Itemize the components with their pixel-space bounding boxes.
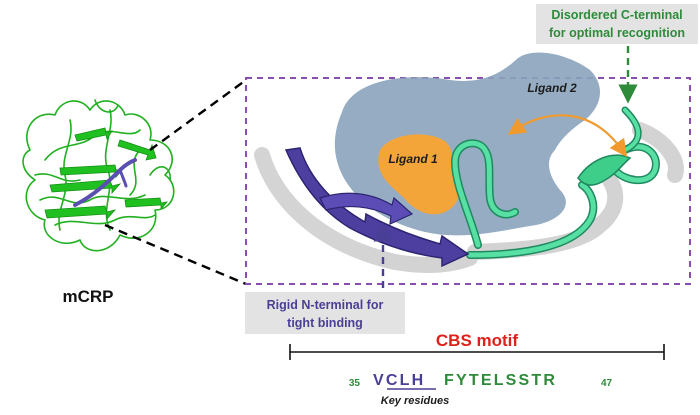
- c-terminal-label-line2: for optimal recognition: [549, 26, 685, 40]
- n-terminal-label-line1: Rigid N-terminal for: [267, 298, 384, 312]
- ligand1-blob: [378, 134, 461, 215]
- zoom-line-bottom: [104, 223, 247, 286]
- mcrp-cbs-ribbon-tail: [118, 168, 128, 188]
- ligand1-label: Ligand 1: [388, 152, 438, 166]
- c-terminal-ribbon: [451, 106, 660, 259]
- sequence-key-residues: VCLH: [373, 372, 425, 389]
- c-terminal-label-box: [536, 4, 698, 44]
- n-terminal-label-box: [245, 292, 405, 334]
- c-terminal-helix: [577, 154, 632, 186]
- mcrp-label: mCRP: [62, 287, 113, 306]
- sequence-end-index: 47: [601, 378, 613, 389]
- mcrp-beta-strands: [44, 127, 169, 221]
- sequence-start-index: 35: [349, 378, 361, 389]
- n-terminal-strand-2: [319, 192, 414, 225]
- cbs-motif-bracket: [289, 344, 665, 360]
- cbs-motif-title: CBS motif: [436, 331, 519, 350]
- sequence-rest: FYTELSSTR: [444, 372, 557, 389]
- ligand2-label: Ligand 2: [527, 81, 577, 95]
- key-residues-caption: Key residues: [381, 395, 449, 407]
- zoom-line-top: [149, 79, 247, 151]
- zoom-box: [245, 77, 691, 285]
- n-terminal-label-line2: tight binding: [287, 316, 363, 330]
- c-terminal-label-line1: Disordered C-terminal: [551, 8, 682, 22]
- ligand-switch-arrow: [507, 114, 628, 158]
- mcrp-structure-illustration: [22, 99, 175, 252]
